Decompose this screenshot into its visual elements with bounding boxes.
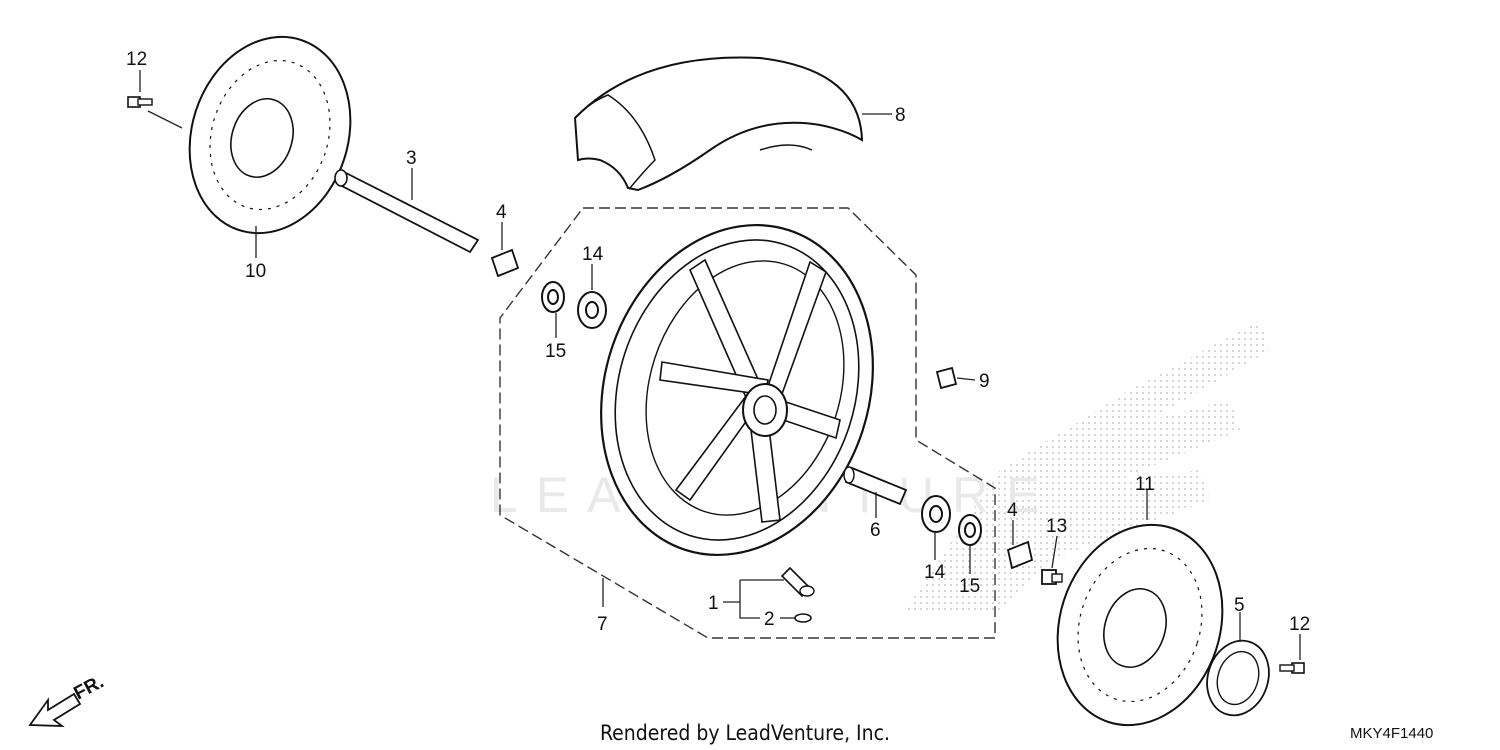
tire[interactable] — [573, 56, 864, 192]
callout-4-left: 4 — [496, 202, 507, 223]
callouts: 12 10 3 4 14 15 8 9 6 14 15 4 13 11 5 12… — [126, 49, 1310, 635]
callout-11: 11 — [1135, 474, 1155, 495]
diagram-code: MKY4F1440 — [1350, 725, 1433, 742]
wheel-rim[interactable] — [560, 189, 915, 590]
callout-7: 7 — [597, 614, 608, 635]
watermark-wing — [905, 320, 1270, 610]
callout-10: 10 — [245, 261, 266, 282]
brake-disc-right[interactable] — [1032, 503, 1247, 746]
leader-lines — [139, 70, 1301, 660]
callout-1: 1 — [708, 593, 719, 614]
callout-3: 3 — [406, 148, 417, 169]
callout-15-left: 15 — [545, 341, 566, 362]
callout-15-right: 15 — [959, 576, 980, 597]
front-axle[interactable] — [334, 169, 480, 254]
callout-14-left: 14 — [582, 244, 604, 265]
callout-5: 5 — [1234, 595, 1245, 616]
callout-12-left: 12 — [126, 49, 147, 70]
callout-6: 6 — [870, 520, 881, 541]
callout-2: 2 — [764, 609, 775, 630]
callout-14-right: 14 — [924, 562, 946, 583]
dust-seal-right[interactable] — [958, 514, 982, 546]
wheel-assembly-boundary — [499, 207, 996, 639]
dust-seal-left[interactable] — [541, 281, 565, 313]
callout-12-right: 12 — [1289, 614, 1310, 635]
callout-8: 8 — [895, 105, 906, 126]
distance-collar[interactable] — [843, 466, 908, 506]
disc-bolt-left[interactable] — [127, 96, 153, 108]
callout-9: 9 — [979, 371, 990, 392]
brake-disc-left[interactable] — [165, 16, 375, 254]
footer-credit: Rendered by LeadVenture, Inc. — [600, 721, 890, 745]
callout-4-right: 4 — [1007, 500, 1018, 521]
front-arrow-icon — [28, 692, 82, 727]
front-direction-arrow: FR. — [28, 672, 107, 727]
callout-13: 13 — [1046, 516, 1067, 537]
pulser-ring[interactable] — [1198, 633, 1279, 724]
hub-bolt[interactable] — [1041, 569, 1063, 585]
bearing-right[interactable] — [921, 495, 951, 533]
valve-o-ring[interactable] — [794, 613, 812, 623]
tire-valve[interactable] — [780, 566, 815, 598]
side-collar-right[interactable] — [1006, 540, 1034, 570]
side-collar-left[interactable] — [490, 248, 520, 278]
bearing-left[interactable] — [577, 291, 607, 329]
balance-weight[interactable] — [935, 366, 958, 390]
disc-bolt-right[interactable] — [1279, 662, 1305, 674]
